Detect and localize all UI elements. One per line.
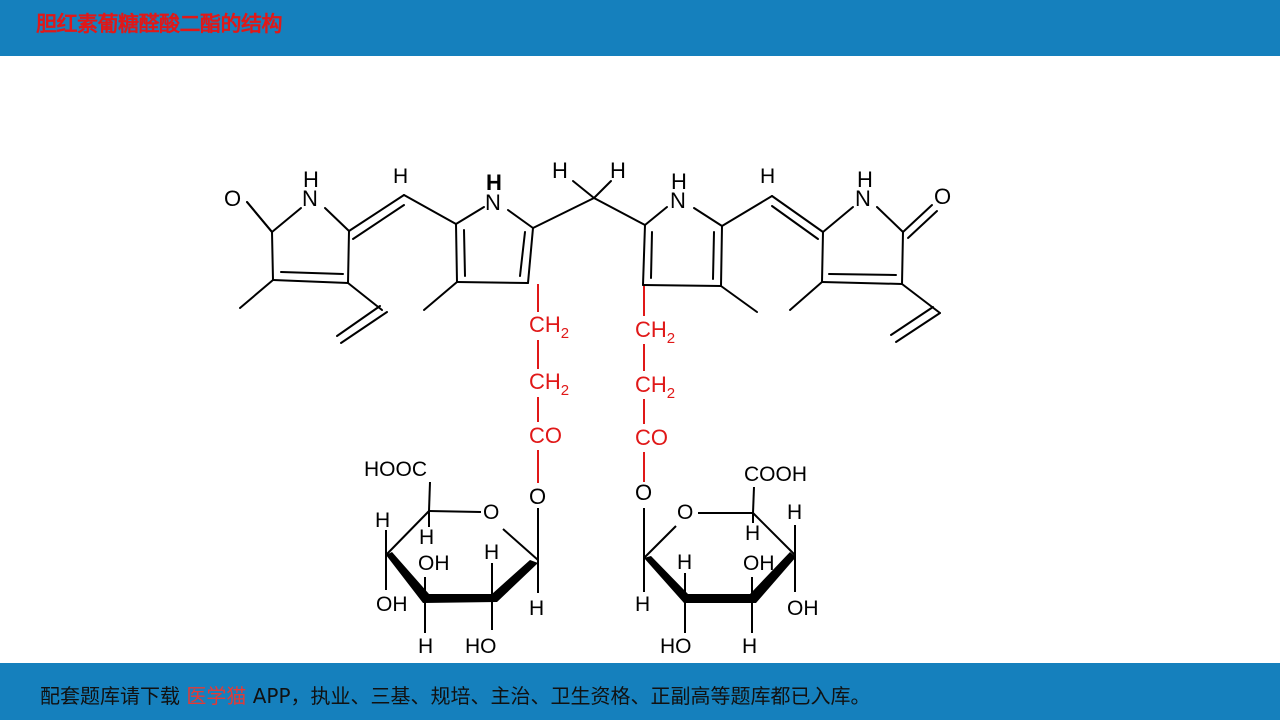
label-right-cooh: COOH: [744, 463, 807, 486]
label-h-bridge-a: H: [552, 158, 568, 183]
label-left-ho: HO: [465, 635, 497, 658]
label-left-h-3: H: [484, 541, 499, 564]
footer-brand-link[interactable]: 医学猫: [186, 684, 247, 708]
label-n-ring2: N: [485, 190, 501, 215]
label-right-h-1: H: [787, 501, 802, 524]
label-right-co: CO: [635, 425, 668, 450]
label-left-oh-1: OH: [418, 552, 450, 575]
label-left-h-4: H: [529, 597, 544, 620]
label-right-h-4: H: [635, 593, 650, 616]
label-h-methine-right: H: [760, 165, 775, 188]
label-right-h-3: H: [677, 551, 692, 574]
propionate-chains: [537, 284, 645, 483]
label-right-ch2-a: CH2: [635, 317, 675, 347]
label-h-methine-left: H: [393, 165, 408, 188]
label-left-ch2-b: CH2: [529, 369, 569, 399]
label-right-oh-1: OH: [743, 552, 775, 575]
left-ring-bold-edge: [386, 552, 538, 603]
label-left-oh-2: OH: [376, 593, 408, 616]
label-n-ring4: N: [855, 186, 871, 211]
label-h-bridge-b: H: [610, 158, 626, 183]
label-right-ch2-b: CH2: [635, 372, 675, 402]
label-right-ring-o: O: [677, 501, 693, 524]
label-left-ring-o: O: [483, 501, 499, 524]
label-left-h-2: H: [419, 526, 434, 549]
structure-bonds: [239, 180, 941, 344]
label-h-ring1: H: [303, 167, 319, 192]
label-o-left: O: [224, 186, 241, 211]
page-title: 胆红素葡糖醛酸二酯的结构: [36, 12, 283, 36]
label-n-ring3: N: [670, 188, 686, 213]
label-h-ring3: H: [671, 169, 687, 194]
label-right-h-5: H: [742, 635, 757, 658]
label-n-ring1: N: [302, 186, 318, 211]
label-left-hooc: HOOC: [364, 458, 427, 481]
header-bar: [0, 0, 1280, 56]
footer-text: 配套题库请下载 医学猫 APP，执业、三基、规培、主治、卫生资格、正副高等题库都…: [40, 680, 871, 709]
label-h-ring4: H: [857, 167, 873, 192]
label-h-ring2: H: [486, 170, 502, 195]
label-left-ester-o: O: [529, 484, 546, 509]
label-left-h-1: H: [375, 509, 390, 532]
label-right-ester-o: O: [635, 480, 652, 505]
left-glucuronide-ring: [385, 481, 539, 633]
footer-bar: [0, 663, 1280, 720]
right-ring-bold-edge: [644, 552, 796, 603]
footer-prefix: 配套题库请下载: [40, 684, 187, 708]
label-left-h-5: H: [418, 635, 433, 658]
label-right-oh-2: OH: [787, 597, 819, 620]
footer-suffix: APP，执业、三基、规培、主治、卫生资格、正副高等题库都已入库。: [246, 684, 871, 708]
label-left-ch2-a: CH2: [529, 312, 569, 342]
label-right-ho: HO: [660, 635, 692, 658]
label-o-right: O: [934, 184, 951, 209]
label-left-co: CO: [529, 423, 562, 448]
label-right-h-2: H: [745, 522, 760, 545]
